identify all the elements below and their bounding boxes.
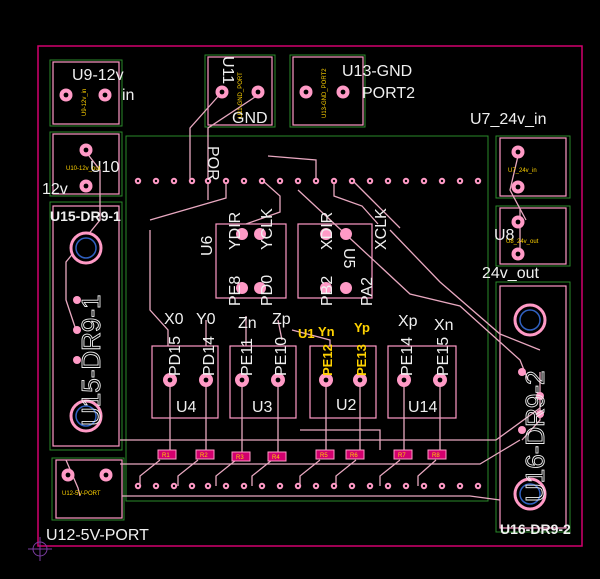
small-u10: U10-12v_out: [66, 166, 101, 172]
label-yn: Yn: [318, 324, 335, 339]
res-r1: R1: [162, 453, 170, 459]
label-yp: Yp: [354, 320, 370, 335]
label-u2: U2: [336, 397, 357, 414]
small-u9: U9-12v_in: [82, 89, 88, 116]
silk-outlines: [52, 56, 567, 529]
label-pe11: PE11: [239, 338, 256, 376]
label-u9-in: in: [122, 87, 134, 104]
keepout-boxes: [49, 54, 571, 533]
label-u7: U7_24v_in: [470, 111, 547, 128]
res-r3: R3: [236, 455, 244, 461]
res-r5: R5: [320, 453, 328, 459]
label-u13: U13-GND: [342, 63, 412, 80]
label-y0: Y0: [196, 311, 216, 328]
label-xn: Xn: [434, 317, 454, 334]
label-pe14: PE14: [399, 337, 416, 376]
label-u15: U15-DR9-1: [50, 208, 121, 224]
label-pd14: PD14: [201, 336, 218, 376]
label-u3: U3: [252, 399, 273, 416]
label-u9: U9-12v: [72, 67, 124, 84]
res-r6: R6: [350, 453, 358, 459]
label-pe15: PE15: [435, 337, 452, 376]
label-u12: U12-5V-PORT: [46, 527, 149, 544]
res-r4: R4: [272, 455, 280, 461]
label-u8: U8: [494, 227, 515, 244]
label-pe10: PE10: [273, 337, 290, 376]
label-pe8: PE8: [227, 276, 244, 306]
label-xp: Xp: [398, 313, 418, 330]
label-u1: U1: [298, 326, 315, 341]
label-ydir: YDIR: [227, 212, 244, 250]
label-u11: U11: [219, 56, 236, 84]
label-pe12: PE12: [320, 344, 335, 376]
traces: [65, 91, 541, 501]
label-u4: U4: [176, 399, 197, 416]
label-u16: U16-DR9-2: [500, 521, 571, 537]
board-outline: [37, 45, 583, 547]
label-zp: Zp: [272, 311, 291, 328]
label-u13-port2: PORT2: [362, 85, 415, 102]
label-xclk: XCLK: [373, 208, 390, 250]
label-pd15: PD15: [167, 336, 184, 376]
label-pd0: PD0: [259, 275, 276, 306]
small-u7: U7_24v_in: [508, 168, 537, 174]
label-por: POR: [204, 146, 221, 181]
label-x0: X0: [164, 311, 184, 328]
origin-marker: [28, 537, 52, 561]
label-xdir: XDIR: [319, 212, 336, 250]
res-r7: R7: [398, 453, 406, 459]
res-r8: R8: [432, 453, 440, 459]
label-yclk: YCLK: [259, 208, 276, 250]
label-pb2: PB2: [319, 276, 336, 306]
label-u8-24v: 24v_out: [482, 265, 539, 282]
label-u15-vertical: U15-DR9-1: [76, 295, 106, 427]
label-u10-12v: 12v: [42, 181, 68, 198]
label-u10: U10: [90, 159, 119, 176]
label-zn: Zn: [238, 315, 257, 332]
label-u14: U14: [408, 399, 437, 416]
small-u13: U13-GND_PORT2: [322, 68, 328, 118]
resistors: [157, 449, 447, 462]
small-u12: U12-5V-PORT: [62, 491, 101, 497]
mounting-holes: [69, 231, 547, 511]
small-u11: U11-GND_PORT: [238, 72, 244, 118]
label-u6: U6: [199, 235, 216, 256]
label-u11-gnd: GND: [232, 110, 268, 127]
label-pa2: PA2: [359, 277, 376, 306]
label-pe13: PE13: [354, 344, 369, 376]
label-u5: U5: [340, 248, 357, 269]
small-u8: U8_24v_out: [506, 239, 539, 245]
label-u16-vertical: U16-DR9-2: [520, 371, 550, 503]
res-r2: R2: [200, 453, 208, 459]
